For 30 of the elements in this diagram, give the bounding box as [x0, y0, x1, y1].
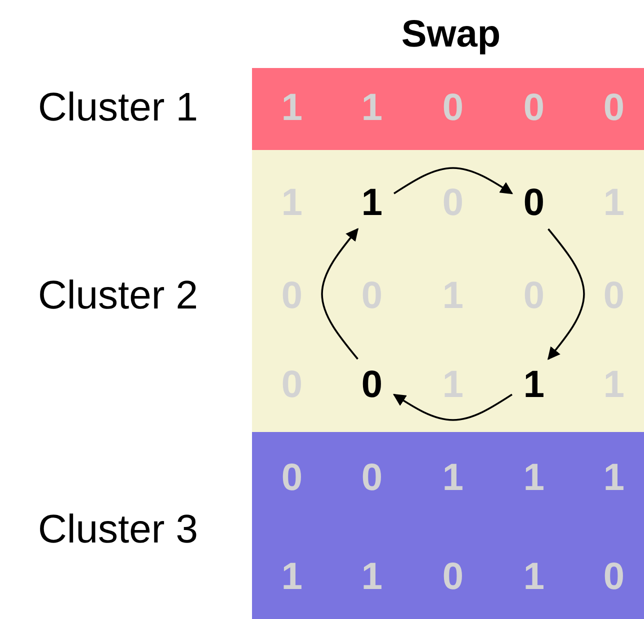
- bit-digit: 0: [361, 459, 383, 497]
- bit-digit: 1: [361, 184, 383, 222]
- bit-digit: 1: [281, 89, 303, 127]
- cluster-label: Cluster 3: [38, 508, 198, 552]
- bit-digit: 1: [361, 558, 383, 596]
- bit-digit: 1: [442, 459, 464, 497]
- curved-arrow: [547, 228, 585, 360]
- cluster-band: [252, 150, 644, 432]
- cluster-label: Cluster 1: [38, 86, 198, 130]
- bit-digit: 1: [603, 459, 625, 497]
- bit-digit: 1: [361, 89, 383, 127]
- bit-digit: 0: [281, 459, 303, 497]
- cluster-label: Cluster 2: [38, 274, 198, 318]
- bit-digit: 0: [523, 89, 545, 127]
- cluster-band: [252, 68, 644, 150]
- bit-digit: 0: [361, 366, 383, 404]
- title: Swap: [401, 14, 501, 56]
- bit-digit: 1: [523, 459, 545, 497]
- bit-digit: 1: [281, 558, 303, 596]
- bit-digit: 0: [523, 184, 545, 222]
- bit-digit: 0: [442, 558, 464, 596]
- bit-digit: 1: [523, 558, 545, 596]
- bit-digit: 0: [442, 89, 464, 127]
- curved-arrow: [321, 228, 359, 360]
- curved-arrow: [394, 167, 514, 194]
- bit-digit: 0: [603, 89, 625, 127]
- bit-digit: 0: [603, 558, 625, 596]
- bit-digit: 1: [523, 366, 545, 404]
- cluster-band: [252, 432, 644, 619]
- curved-arrow: [392, 394, 512, 421]
